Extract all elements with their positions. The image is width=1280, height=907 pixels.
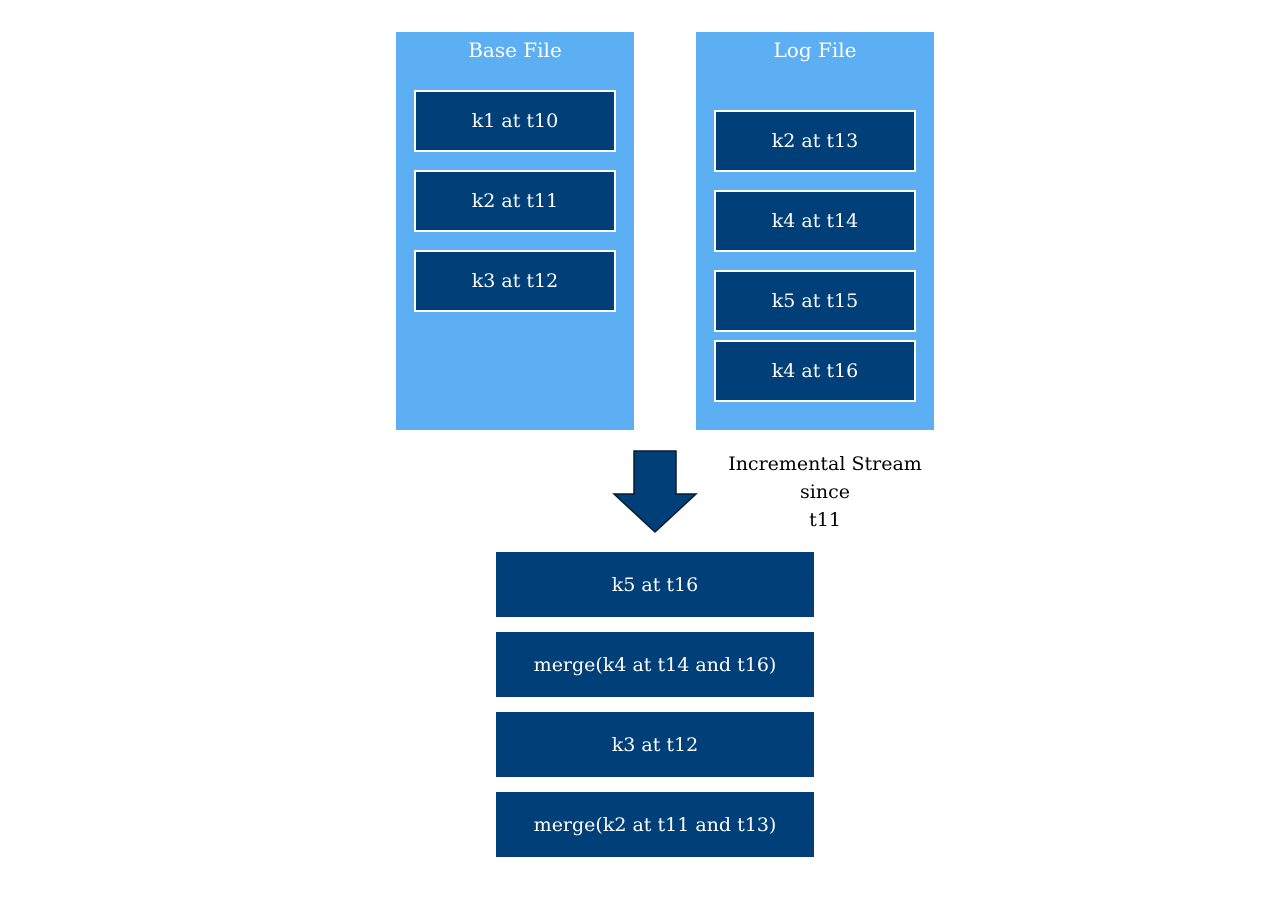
log-file-panel: Log File k2 at t13 k4 at t14 k5 at t15 k… [696, 32, 934, 430]
base-file-title: Base File [468, 38, 562, 62]
down-arrow-icon [612, 450, 698, 534]
stream-label-line-1: Incremental Stream [728, 453, 922, 475]
incremental-stream-label: Incremental Stream since t11 [715, 450, 935, 534]
result-record-4: merge(k2 at t11 and t13) [496, 792, 814, 857]
log-record-3: k5 at t15 [714, 270, 916, 332]
result-record-2: merge(k4 at t14 and t16) [496, 632, 814, 697]
log-record-1: k2 at t13 [714, 110, 916, 172]
log-record-4: k4 at t16 [714, 340, 916, 402]
log-file-title: Log File [773, 38, 857, 62]
base-file-panel: Base File k1 at t10 k2 at t11 k3 at t12 [396, 32, 634, 430]
result-record-1: k5 at t16 [496, 552, 814, 617]
stream-label-line-2: since [800, 481, 850, 503]
base-record-3: k3 at t12 [414, 250, 616, 312]
stream-label-line-3: t11 [809, 509, 841, 531]
base-record-1: k1 at t10 [414, 90, 616, 152]
result-record-3: k3 at t12 [496, 712, 814, 777]
base-record-2: k2 at t11 [414, 170, 616, 232]
log-record-2: k4 at t14 [714, 190, 916, 252]
